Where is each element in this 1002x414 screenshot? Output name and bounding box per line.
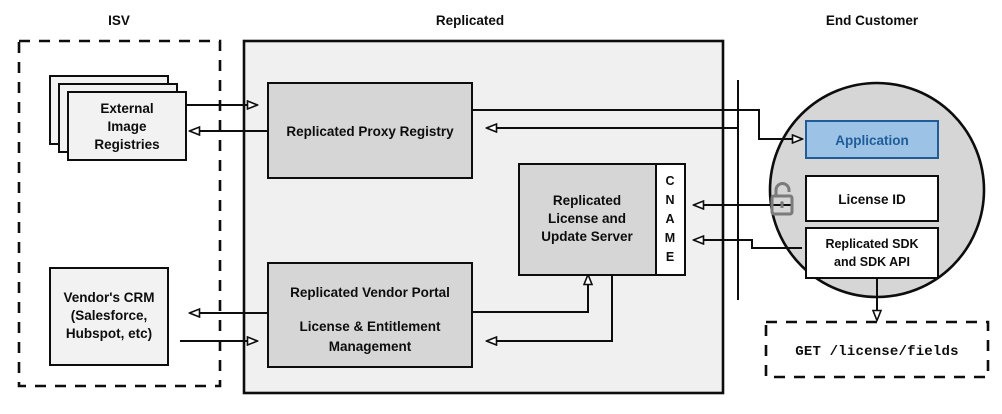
- license-update-server-line-2: License and: [548, 211, 626, 226]
- connector-license-server-to-portal: [487, 272, 613, 341]
- box-replicated-sdk[interactable]: Replicated SDK and SDK API: [805, 227, 939, 279]
- replicated-sdk-line-1: Replicated SDK: [825, 237, 918, 251]
- cname-letter-1: C: [665, 174, 674, 188]
- vendor-portal-line-2: License & Entitlement: [299, 319, 441, 334]
- replicated-sdk-line-2: and SDK API: [834, 255, 910, 269]
- license-update-server-line-1: Replicated: [553, 193, 621, 208]
- vendor-portal-line-1: Replicated Vendor Portal: [290, 285, 450, 300]
- external-image-registries-line-1: External: [100, 101, 153, 116]
- cname-letter-5: E: [666, 250, 674, 264]
- vendors-crm-line-1: Vendor's CRM: [64, 290, 155, 305]
- license-id-label: License ID: [838, 192, 906, 207]
- vendor-portal-line-3: Management: [329, 339, 412, 354]
- group-panel-isv: [17, 39, 222, 388]
- box-application[interactable]: Application: [805, 120, 939, 159]
- cname-letter-3: A: [665, 212, 674, 226]
- external-image-registries-line-3: Registries: [94, 137, 159, 152]
- cname-letter-2: N: [665, 193, 674, 207]
- box-replicated-proxy-registry[interactable]: Replicated Proxy Registry: [267, 82, 473, 179]
- vendors-crm-line-3: Hubspot, etc): [66, 326, 152, 341]
- group-title-isv: ISV: [108, 13, 130, 28]
- api-request-label: GET /license/fields: [795, 344, 958, 360]
- box-license-id[interactable]: License ID: [805, 175, 939, 222]
- connector-portal-to-license-server: [472, 275, 588, 313]
- cname-letter-4: M: [665, 231, 675, 245]
- group-title-replicated: Replicated: [436, 13, 504, 28]
- group-title-end-customer: End Customer: [826, 13, 919, 28]
- connector-proxy-to-application: [472, 109, 802, 139]
- box-api-request[interactable]: GET /license/fields: [764, 320, 990, 379]
- box-cname[interactable]: C N A M E: [655, 163, 686, 276]
- box-external-image-registries[interactable]: External Image Registries: [49, 75, 187, 161]
- box-replicated-vendor-portal[interactable]: Replicated Vendor Portal License & Entit…: [267, 262, 473, 368]
- box-replicated-license-update-server[interactable]: Replicated License and Update Server: [518, 163, 657, 276]
- external-image-registries-line-2: Image: [107, 119, 147, 134]
- application-label: Application: [835, 133, 909, 148]
- vendors-crm-line-2: (Salesforce,: [71, 308, 148, 323]
- unlock-icon: [770, 182, 794, 216]
- replicated-proxy-registry-label: Replicated Proxy Registry: [286, 124, 454, 139]
- connector-sdk-to-cname: [694, 240, 802, 249]
- box-vendors-crm[interactable]: Vendor's CRM (Salesforce, Hubspot, etc): [49, 267, 169, 366]
- license-update-server-line-3: Update Server: [541, 229, 633, 244]
